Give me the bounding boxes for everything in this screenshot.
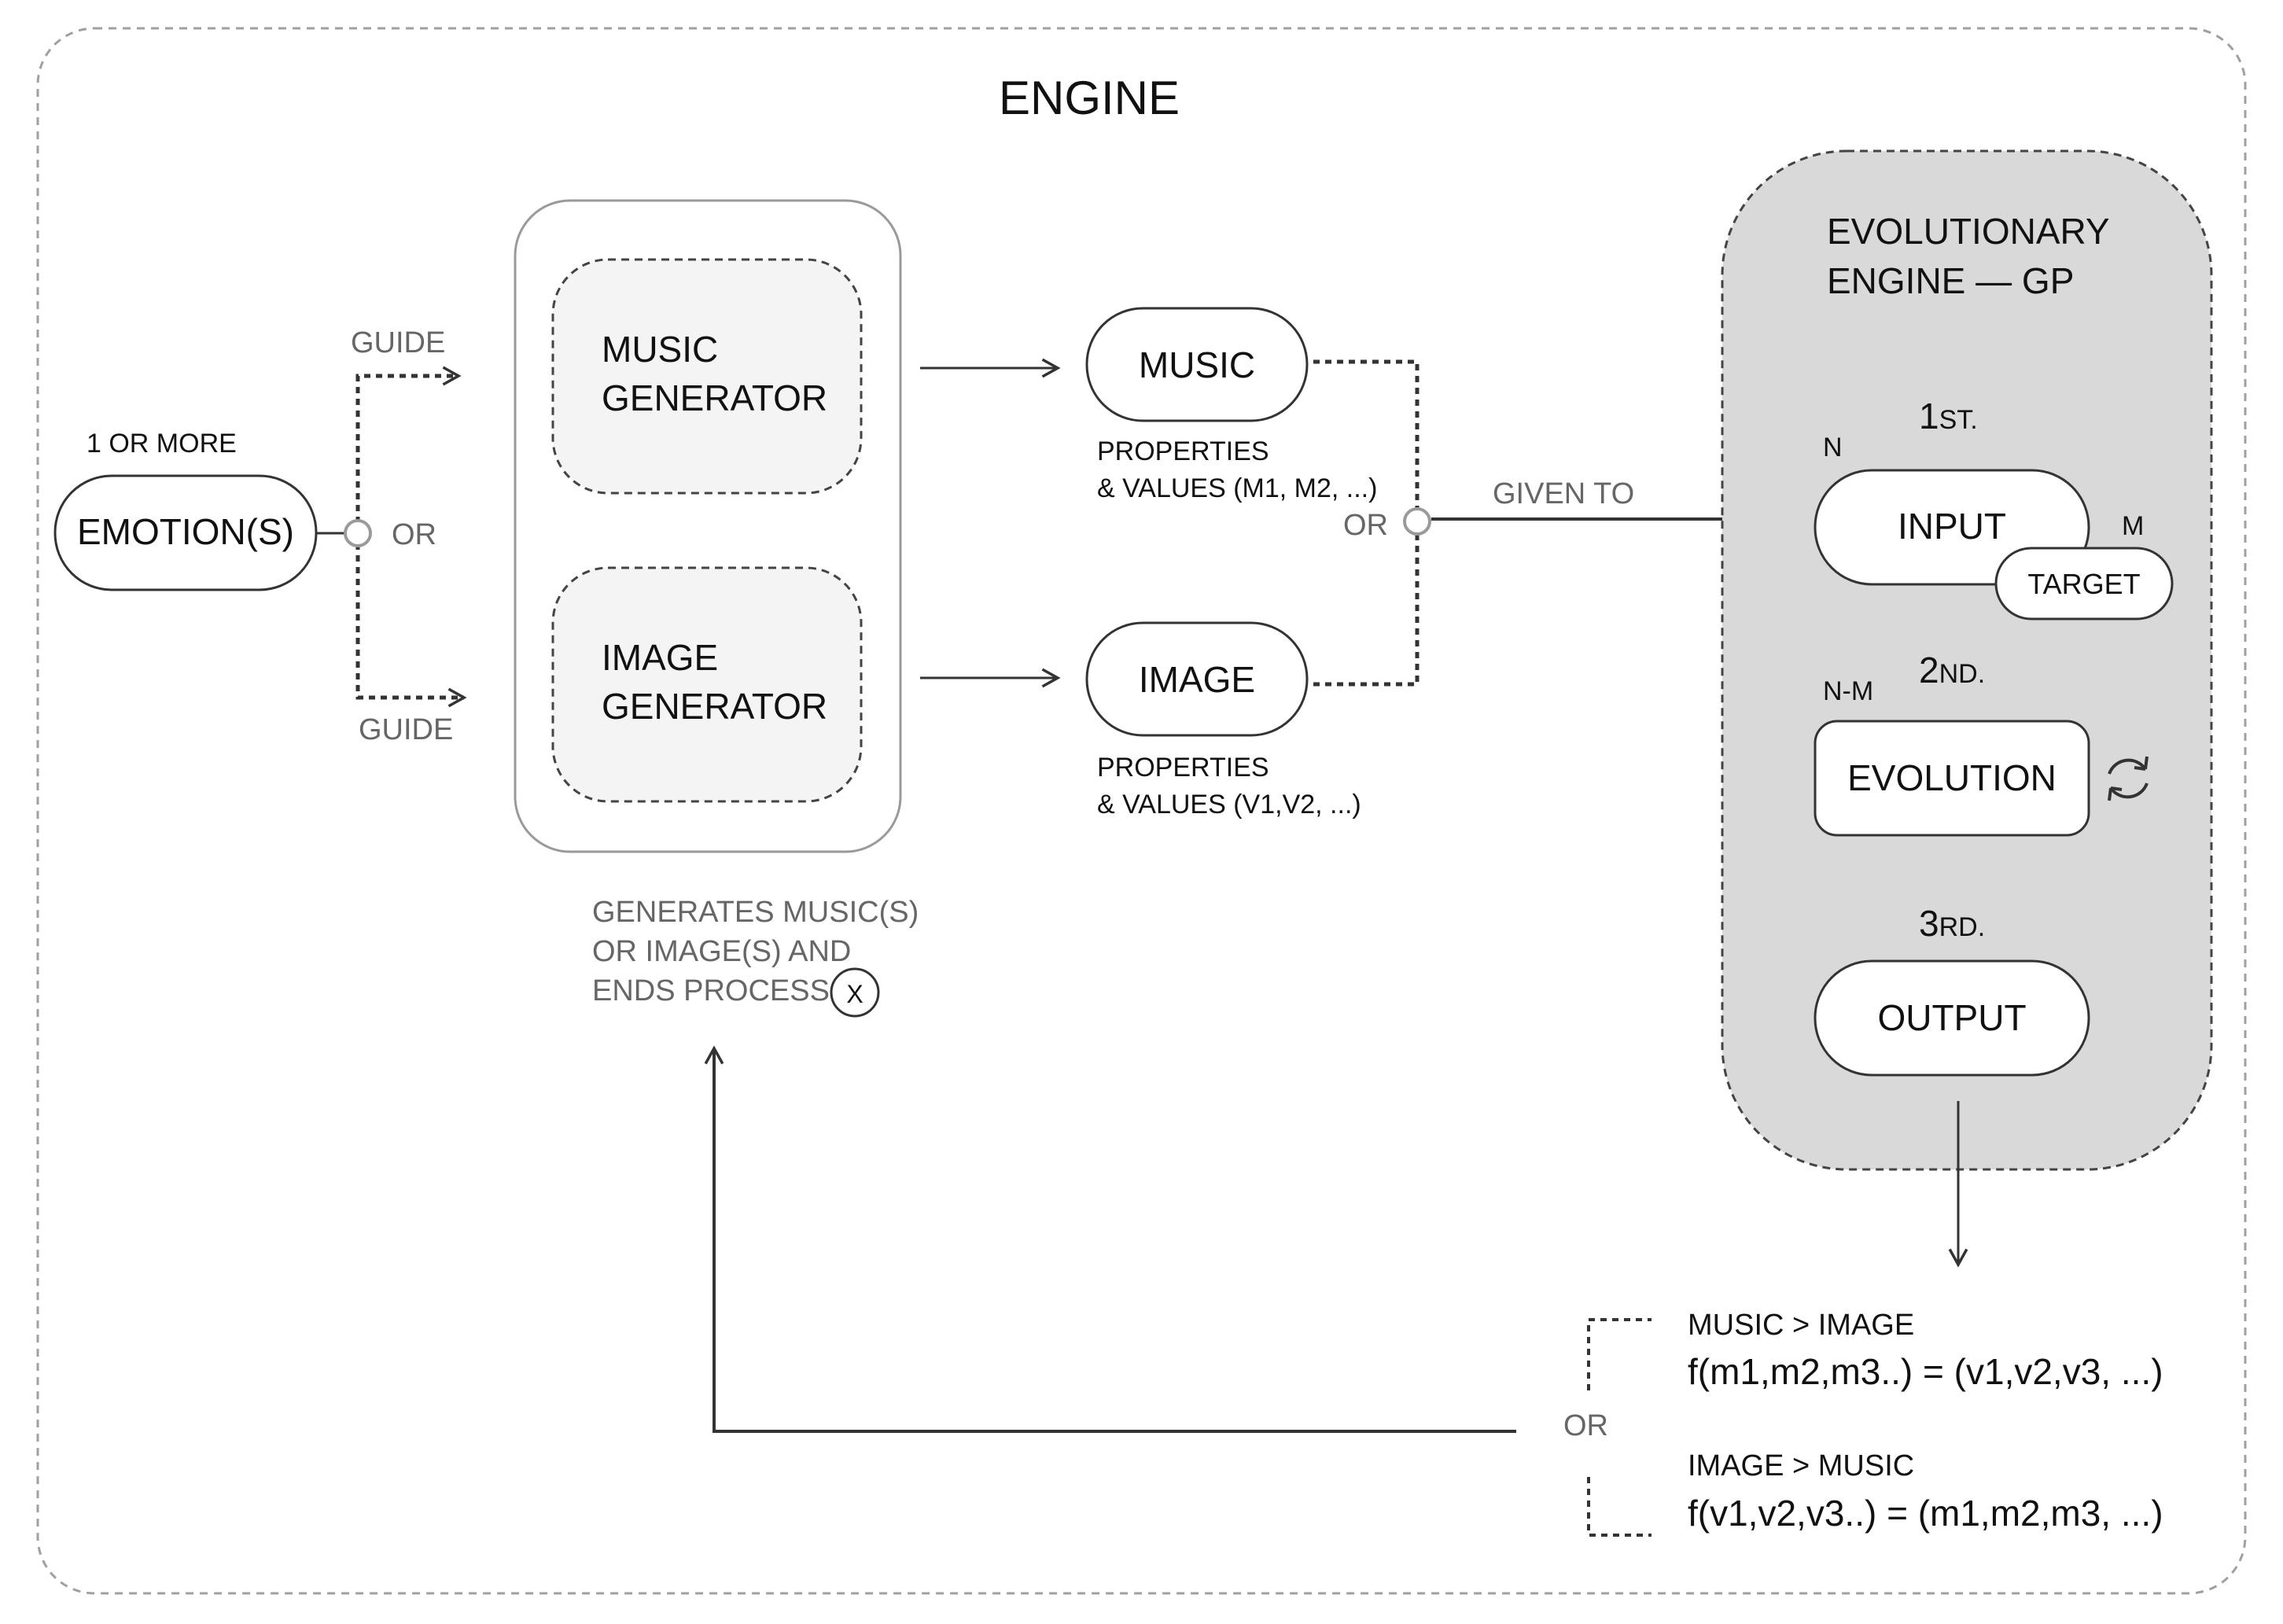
music-properties-line-1: PROPERTIES: [1097, 436, 1269, 466]
result-bracket-top: [1587, 1318, 1651, 1390]
or-label-left: OR: [392, 518, 436, 551]
guide-split-bottom: [355, 543, 467, 708]
merge-connector-top: [1313, 359, 1420, 508]
guide-label-bottom: GUIDE: [359, 713, 453, 746]
given-to-label: GIVEN TO: [1493, 477, 1634, 510]
guide-label-top: GUIDE: [351, 326, 445, 359]
image-generator: [551, 566, 863, 803]
image-properties-line-1: PROPERTIES: [1097, 753, 1269, 783]
image-output-label: IMAGE: [1139, 659, 1255, 700]
end-process-symbol: X: [846, 980, 863, 1008]
result-or-label: OR: [1563, 1409, 1608, 1442]
evolutionary-title-line-2: ENGINE — GP: [1827, 260, 2074, 301]
emotion-label: EMOTION(S): [77, 511, 294, 552]
image-generator-label-1: IMAGE: [602, 637, 718, 678]
music-generator-label-2: GENERATOR: [602, 377, 827, 418]
music-properties-line-2: & VALUES (M1, M2, ...): [1097, 473, 1377, 503]
evolution-label: EVOLUTION: [1847, 757, 2057, 798]
music-to-image-formula: f(m1,m2,m3..) = (v1,v2,v3, ...): [1688, 1351, 2163, 1392]
evolutionary-title-line-1: EVOLUTIONARY: [1827, 211, 2110, 252]
n-label: N: [1823, 433, 1843, 462]
output-node: [1814, 959, 2090, 1077]
image-generator-label-2: GENERATOR: [602, 686, 827, 727]
generators-note-line-2: OR IMAGE(S) AND: [592, 935, 851, 968]
or-junction-right: [1403, 507, 1431, 536]
music-generator: [551, 258, 863, 495]
music-output-node: [1085, 307, 1309, 422]
or-label-right: OR: [1343, 509, 1388, 542]
n-minus-m-label: N-M: [1823, 676, 1873, 706]
target-label: TARGET: [2027, 568, 2140, 600]
image-output-node: [1085, 621, 1309, 737]
result-bracket-bottom: [1587, 1477, 1651, 1537]
image-to-music-title: IMAGE > MUSIC: [1688, 1449, 1914, 1482]
engine-title: ENGINE: [999, 72, 1180, 124]
guide-split-top: [355, 366, 462, 523]
evolution-node: [1814, 720, 2090, 837]
step-3-label: 3RD.: [1919, 903, 1985, 944]
step-2-label: 2ND.: [1919, 650, 1985, 690]
music-generator-label-1: MUSIC: [602, 329, 718, 370]
image-to-music-formula: f(v1,v2,v3..) = (m1,m2,m3, ...): [1688, 1493, 2163, 1534]
generators-note-line-3: ENDS PROCESS: [592, 974, 830, 1007]
target-node: [1994, 547, 2174, 621]
feedback-arrow: [704, 1045, 1516, 1433]
step-1-label: 1ST.: [1919, 396, 1978, 436]
merge-connector-bottom: [1313, 535, 1420, 687]
or-junction-left: [344, 519, 372, 547]
input-label: INPUT: [1898, 506, 2006, 547]
engine-frame: [36, 27, 2247, 1595]
generators-note-line-1: GENERATES MUSIC(S): [592, 896, 919, 929]
emotion-count-label: 1 OR MORE: [87, 429, 237, 458]
evolutionary-engine-panel: [1721, 149, 2213, 1171]
output-label: OUTPUT: [1877, 997, 2026, 1038]
m-label: M: [2122, 511, 2144, 541]
music-to-image-title: MUSIC > IMAGE: [1688, 1309, 1914, 1342]
refresh-icon: [2108, 756, 2149, 801]
image-properties-line-2: & VALUES (V1,V2, ...): [1097, 790, 1361, 819]
music-output-label: MUSIC: [1139, 344, 1255, 385]
end-process-icon: [830, 967, 880, 1018]
